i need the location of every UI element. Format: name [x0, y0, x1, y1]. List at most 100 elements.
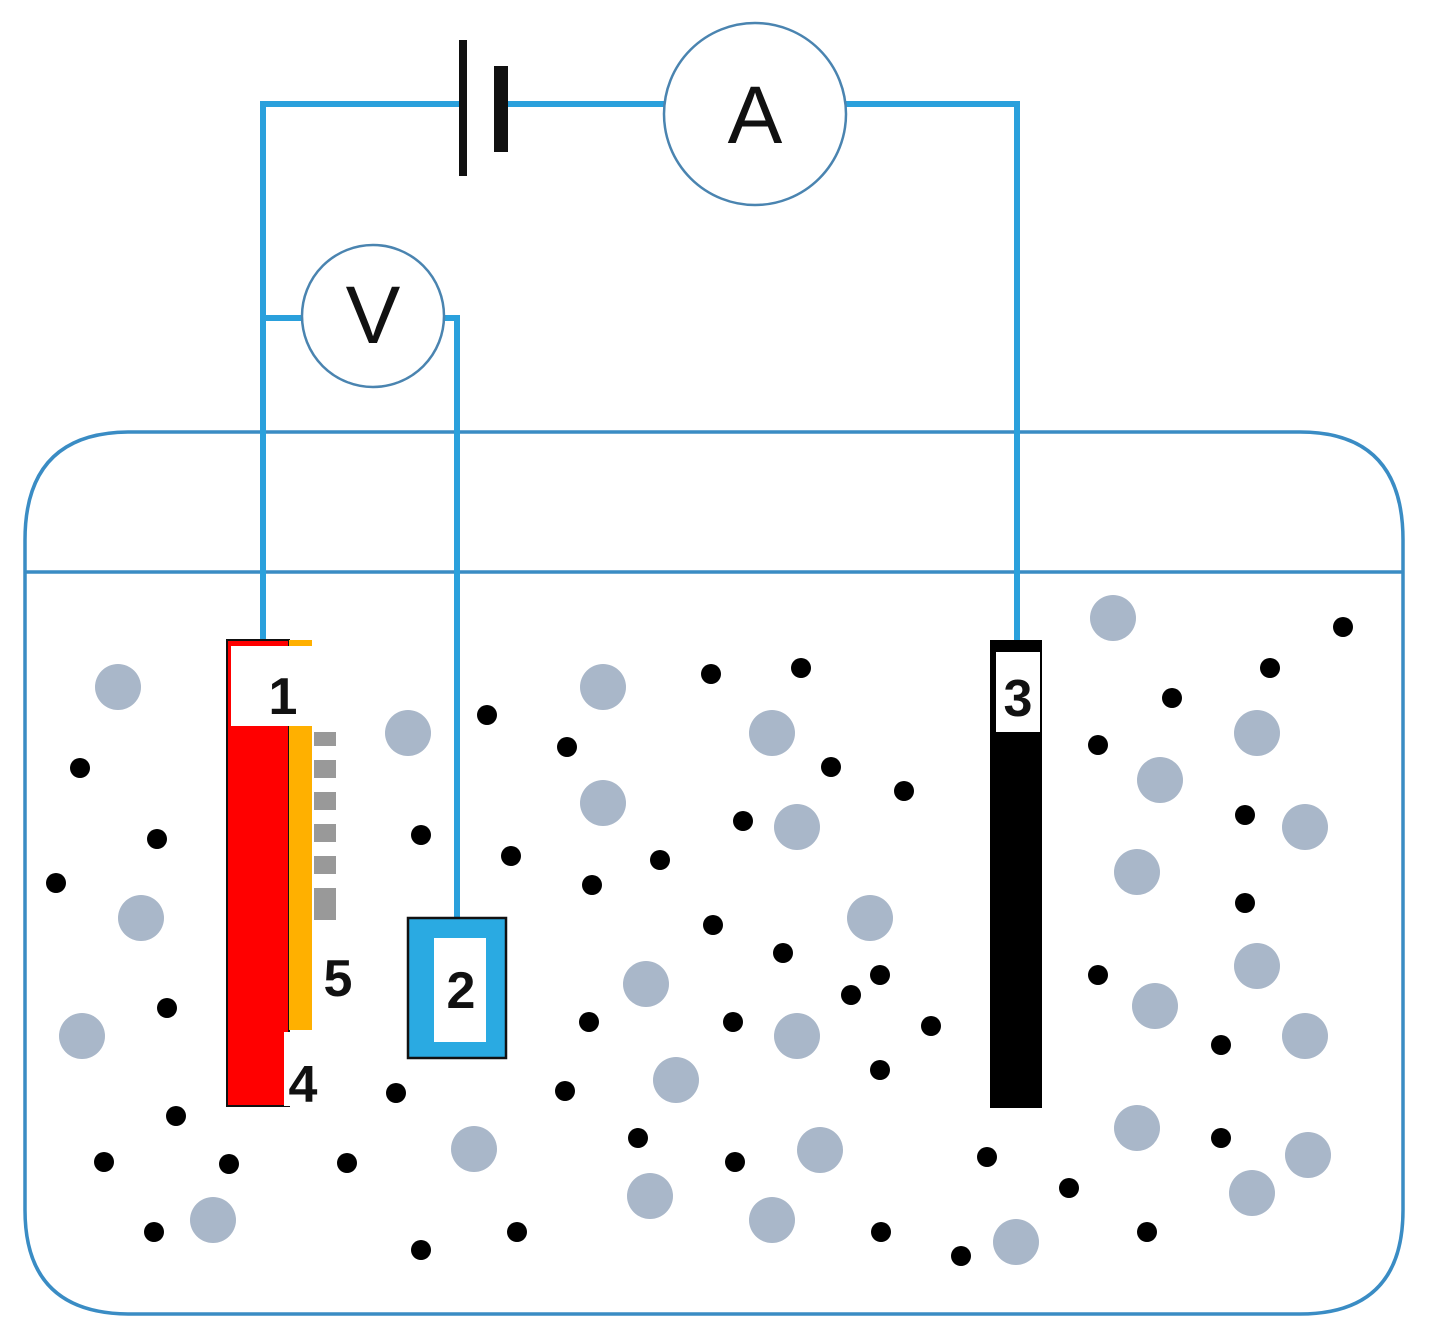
large-particle: [1137, 757, 1183, 803]
electrode-2: 2: [406, 916, 508, 1060]
large-particle: [653, 1057, 699, 1103]
electrode-2-window: [434, 938, 486, 1042]
large-particle: [749, 710, 795, 756]
small-particle: [219, 1154, 239, 1174]
ammeter-circle: [662, 21, 848, 207]
small-particle: [871, 1222, 891, 1242]
wire-voltmeter-to-electrode-2: [441, 315, 460, 923]
small-particle: [557, 737, 577, 757]
part-4-box: [284, 1032, 336, 1106]
small-particle: [1211, 1035, 1231, 1055]
large-particle: [1114, 1105, 1160, 1151]
small-particle: [894, 781, 914, 801]
coating-texture: [314, 732, 336, 920]
large-particle: [580, 664, 626, 710]
small-particle: [650, 850, 670, 870]
part-4-label: 4: [289, 1056, 318, 1114]
small-particle: [921, 1016, 941, 1036]
large-particle: [993, 1219, 1039, 1265]
small-particle: [1211, 1128, 1231, 1148]
small-particle: [951, 1246, 971, 1266]
circuit-wires: [260, 101, 1020, 923]
small-particle: [166, 1106, 186, 1126]
voltmeter: V: [300, 243, 446, 389]
small-particle: [791, 658, 811, 678]
small-particle: [1137, 1222, 1157, 1242]
small-particle: [94, 1152, 114, 1172]
large-particle: [774, 1013, 820, 1059]
small-particle: [870, 1060, 890, 1080]
voltmeter-circle: [300, 243, 446, 389]
small-particle: [1235, 805, 1255, 825]
small-particle: [1059, 1178, 1079, 1198]
small-particle: [46, 873, 66, 893]
small-particle: [147, 829, 167, 849]
large-particle: [95, 664, 141, 710]
large-particle: [623, 961, 669, 1007]
part-5-label: 5: [324, 950, 353, 1008]
small-particle: [337, 1153, 357, 1173]
small-particle: [821, 757, 841, 777]
small-particle: [411, 1240, 431, 1260]
large-particle: [1229, 1170, 1275, 1216]
small-particle: [582, 875, 602, 895]
electrode-2-label: 2: [447, 962, 476, 1020]
small-particle: [733, 811, 753, 831]
electrode-3: 3: [990, 640, 1042, 1108]
small-particle: [70, 758, 90, 778]
large-particle: [1090, 595, 1136, 641]
large-particle: [451, 1126, 497, 1172]
electrode-1-label-box: [231, 646, 335, 726]
large-particles: [59, 595, 1331, 1265]
vessel-outline: [23, 430, 1405, 1316]
large-particle: [1114, 849, 1160, 895]
small-particle: [1088, 735, 1108, 755]
small-particle: [703, 915, 723, 935]
large-particle: [749, 1197, 795, 1243]
large-particle: [580, 780, 626, 826]
small-particle: [507, 1222, 527, 1242]
large-particle: [59, 1013, 105, 1059]
small-particle: [1235, 893, 1255, 913]
small-particle: [477, 705, 497, 725]
ammeter: A: [662, 21, 848, 207]
small-particle: [773, 943, 793, 963]
voltmeter-label: V: [346, 270, 401, 361]
small-particle: [157, 998, 177, 1018]
large-particle: [1234, 943, 1280, 989]
large-particle: [1234, 710, 1280, 756]
small-particle: [501, 846, 521, 866]
large-particle: [1285, 1132, 1331, 1178]
small-particle: [144, 1222, 164, 1242]
ammeter-label: A: [728, 70, 783, 161]
small-particle: [841, 985, 861, 1005]
wire-left-top: [260, 101, 463, 645]
electrode-1: 1 4 5: [226, 639, 353, 1114]
large-particle: [627, 1173, 673, 1219]
small-particle: [1260, 658, 1280, 678]
small-particle: [1088, 965, 1108, 985]
electrode-1-label: 1: [269, 668, 298, 726]
small-particle: [725, 1152, 745, 1172]
large-particle: [385, 710, 431, 756]
large-particle: [118, 895, 164, 941]
coating-5: [289, 640, 312, 1030]
electrode-3-label: 3: [1004, 670, 1033, 728]
small-particle: [701, 664, 721, 684]
large-particle: [1282, 1013, 1328, 1059]
small-particle: [1333, 617, 1353, 637]
small-particles: [46, 617, 1353, 1266]
electrode-3-label-box: [996, 652, 1040, 732]
battery-icon: [459, 40, 508, 176]
small-particle: [386, 1083, 406, 1103]
small-particle: [411, 825, 431, 845]
small-particle: [977, 1147, 997, 1167]
electrolyte-vessel: [23, 430, 1405, 1316]
large-particle: [797, 1127, 843, 1173]
small-particle: [628, 1128, 648, 1148]
large-particle: [774, 804, 820, 850]
small-particle: [723, 1012, 743, 1032]
large-particle: [1132, 983, 1178, 1029]
large-particle: [847, 895, 893, 941]
